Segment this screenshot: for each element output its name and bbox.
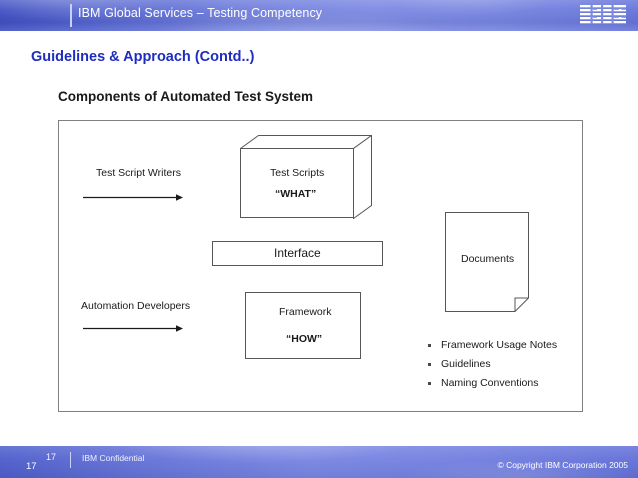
list-item: Framework Usage Notes [425,336,600,355]
bullet-square-icon [428,363,431,366]
list-item-label: Naming Conventions [441,377,539,389]
label-test-scripts: Test Scripts [270,167,325,179]
bullet-square-icon [428,344,431,347]
label-test-script-writers: Test Script Writers [96,167,181,179]
label-framework: Framework [279,306,332,318]
footer-copyright: © Copyright IBM Corporation 2005 [497,460,628,470]
label-interface: Interface [274,246,321,260]
footer-confidentiality-label: IBM Confidential [82,453,145,463]
arrow-test-script-writers-icon [83,194,183,201]
shape-framework-box [245,292,361,359]
documents-bullet-list: Framework Usage Notes Guidelines Naming … [425,336,600,393]
list-item: Guidelines [425,355,600,374]
shape-interface-box [212,241,383,266]
page-title: Guidelines & Approach (Contd..) [31,49,255,65]
list-item-label: Framework Usage Notes [441,339,558,351]
label-documents: Documents [461,253,515,265]
list-item: Naming Conventions [425,374,600,393]
footer-slide-number: 17 [26,461,37,472]
label-automation-developers: Automation Developers [81,300,191,312]
footer-divider [70,452,71,468]
page-subtitle: Components of Automated Test System [58,89,314,104]
ibm-logo-icon [580,5,626,24]
label-test-scripts-keyword: “WHAT” [275,188,317,200]
header-title: IBM Global Services – Testing Competency [78,6,323,20]
shape-test-scripts-box [240,135,372,219]
footer-slide-number-secondary: 17 [46,452,57,462]
label-framework-keyword: “HOW” [286,333,323,345]
list-item-label: Guidelines [441,358,491,370]
header-divider [70,4,72,27]
arrow-automation-developers-icon [83,325,183,332]
header-band [0,0,638,31]
footer-band [0,446,638,478]
bullet-square-icon [428,382,431,385]
shape-documents-icon [445,212,529,312]
